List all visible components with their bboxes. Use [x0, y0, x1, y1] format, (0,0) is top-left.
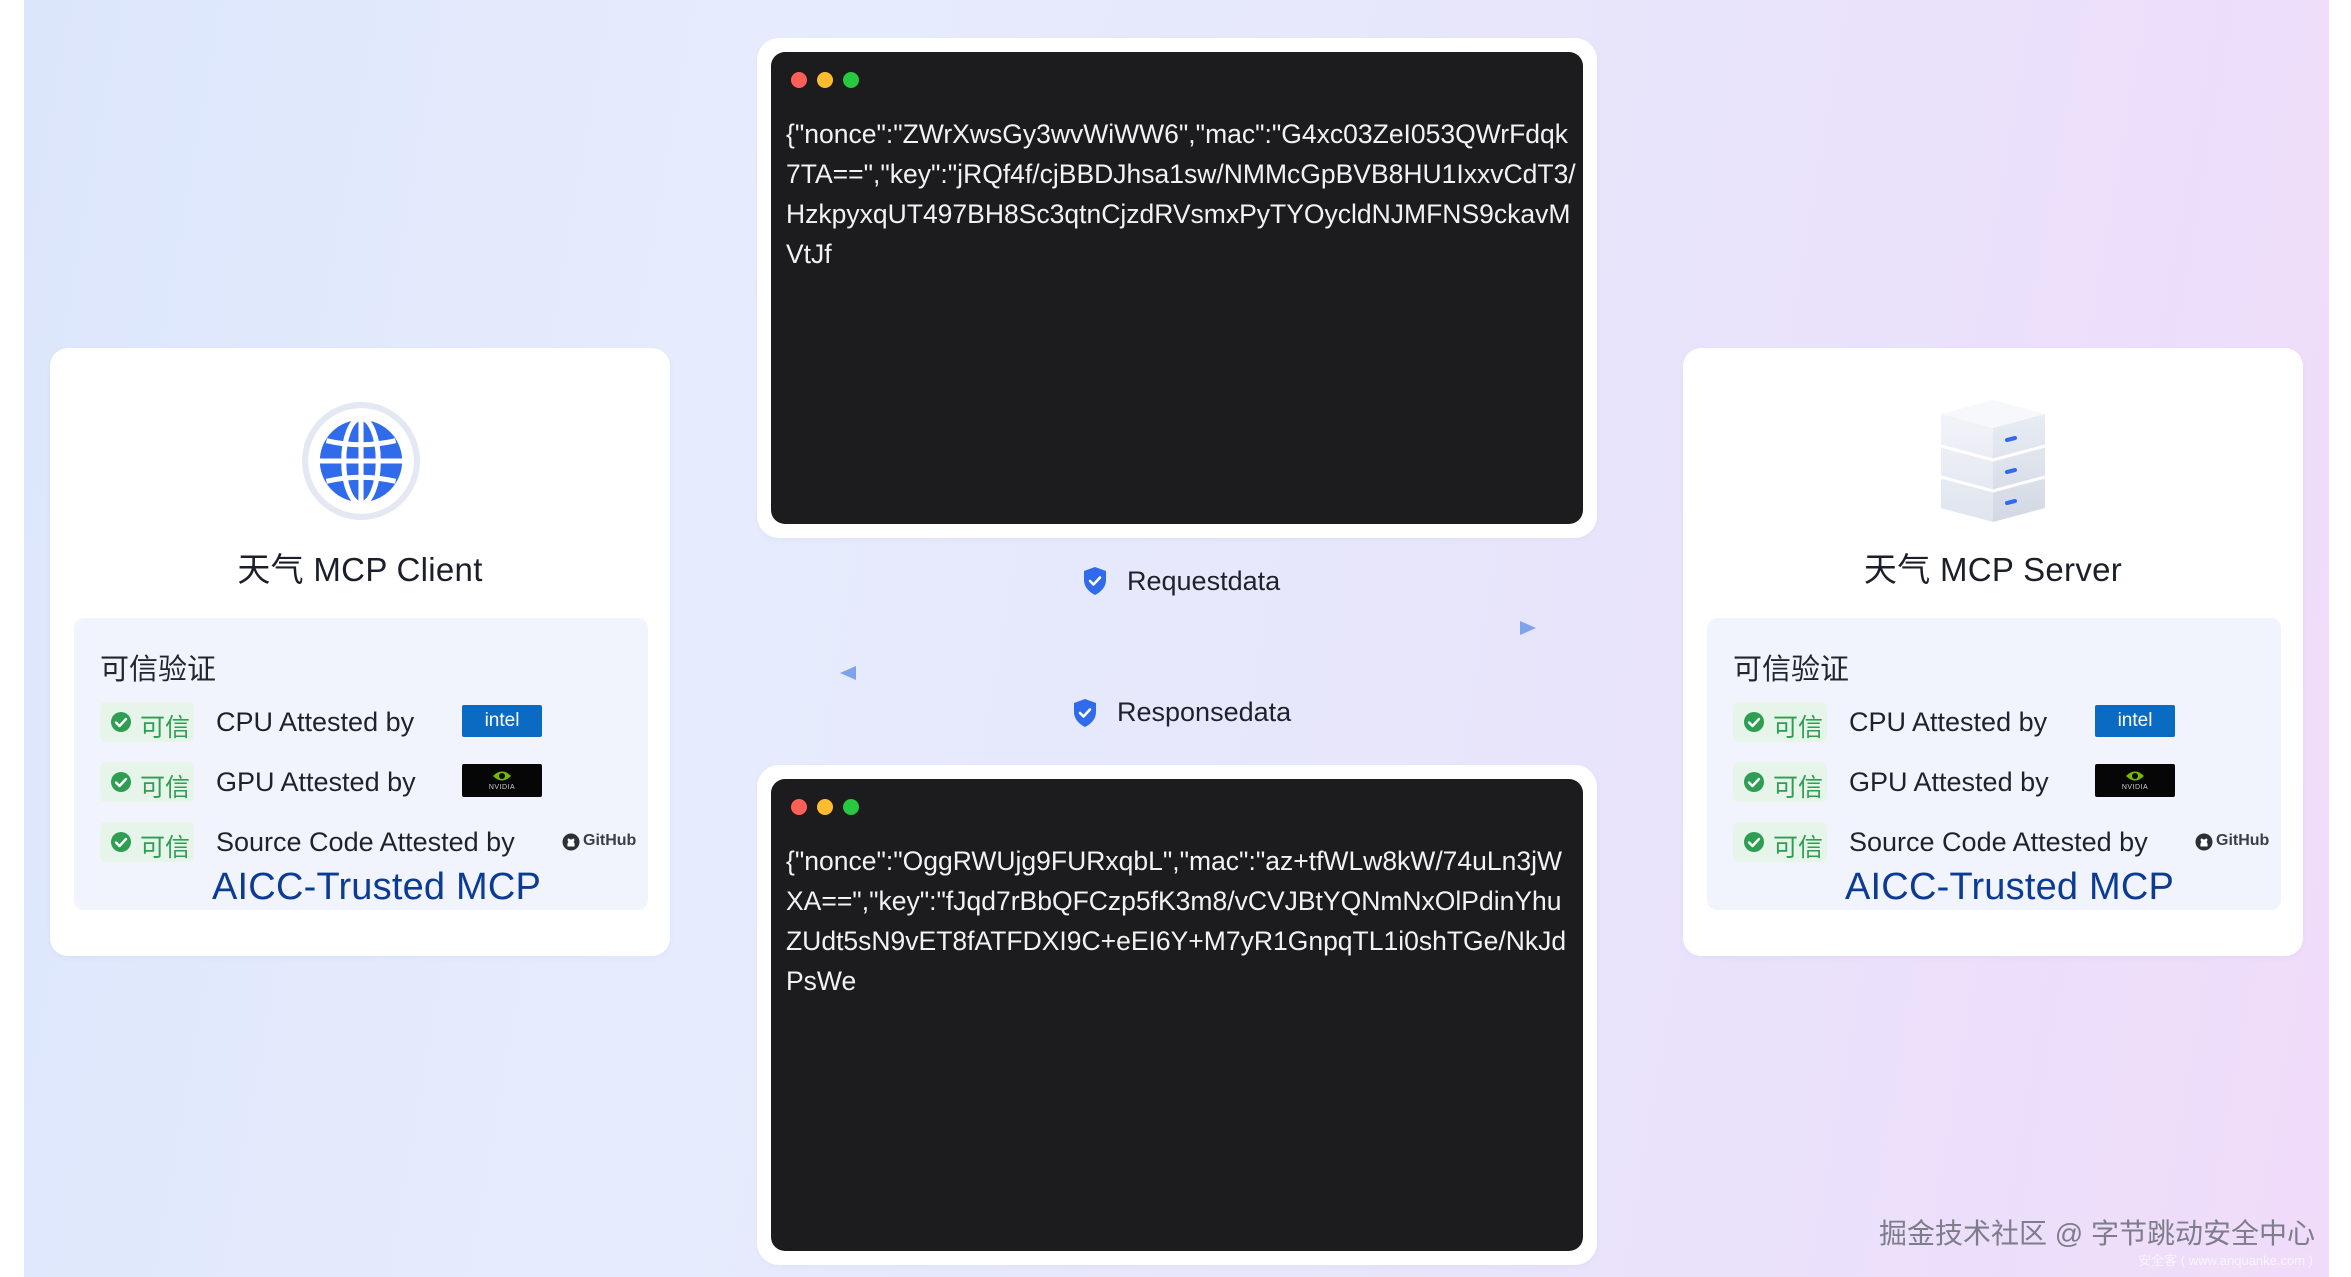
github-wordmark: GitHub: [583, 832, 637, 849]
client-card: 天气 MCP Client 可信验证 可信 CPU Attested by in…: [50, 348, 670, 956]
github-wordmark: GitHub: [2216, 832, 2270, 849]
shield-icon: [1084, 567, 1106, 595]
cpu-attestation-row: 可信 CPU Attested by intel: [100, 702, 630, 742]
brand-label: AICC-Trusted MCP: [212, 866, 542, 908]
maximize-dot: [843, 799, 859, 815]
request-terminal: {"nonce":"ZWrXwsGy3wvWiWW6","mac":"G4xc0…: [771, 52, 1583, 524]
check-circle-icon: [111, 772, 131, 792]
request-arrow: [840, 621, 1536, 635]
request-label: Requestdata: [1127, 566, 1281, 596]
row-label: GPU Attested by: [1849, 767, 2049, 797]
nvidia-wordmark: NVIDIA: [488, 784, 516, 791]
globe-icon: [302, 402, 420, 520]
response-payload: {"nonce":"OggRWUjg9FURxqbL","mac":"az+tf…: [786, 846, 1567, 996]
intel-logo: intel: [2095, 705, 2175, 737]
panel-title: 可信验证: [100, 654, 217, 686]
close-dot: [791, 799, 807, 815]
trusted-badge: 可信: [1733, 762, 1827, 802]
intel-logo: intel: [462, 705, 542, 737]
response-label: Responsedata: [1117, 697, 1292, 727]
check-circle-icon: [1744, 712, 1764, 732]
minimize-dot: [817, 72, 833, 88]
badge-text: 可信: [140, 714, 191, 742]
check-circle-icon: [1744, 832, 1764, 852]
badge-text: 可信: [1773, 834, 1824, 862]
trusted-badge: 可信: [1733, 702, 1827, 742]
badge-text: 可信: [140, 834, 191, 862]
nvidia-logo: NVIDIA: [2095, 764, 2175, 797]
response-terminal: {"nonce":"OggRWUjg9FURxqbL","mac":"az+tf…: [771, 779, 1583, 1251]
badge-text: 可信: [140, 774, 191, 802]
github-icon: [2195, 833, 2213, 851]
gpu-attestation-row: 可信 GPU Attested by NVIDIA: [1733, 762, 2263, 802]
nvidia-wordmark: NVIDIA: [2121, 784, 2149, 791]
trusted-badge: 可信: [1733, 822, 1827, 862]
row-label: GPU Attested by: [216, 767, 416, 797]
trusted-badge: 可信: [100, 702, 194, 742]
request-terminal-frame: {"nonce":"ZWrXwsGy3wvWiWW6","mac":"G4xc0…: [757, 38, 1597, 538]
server-icon: [1940, 400, 2046, 522]
nvidia-eye-icon: [2126, 771, 2144, 781]
check-circle-icon: [1744, 772, 1764, 792]
diagram-canvas: 天气 MCP Client 可信验证 可信 CPU Attested by in…: [24, 0, 2329, 1277]
watermark: 掘金技术社区 @ 字节跳动安全中心: [1879, 1218, 2315, 1249]
github-icon: [562, 833, 580, 851]
request-payload: {"nonce":"ZWrXwsGy3wvWiWW6","mac":"G4xc0…: [786, 119, 1576, 269]
row-label: CPU Attested by: [1849, 707, 2048, 737]
response-terminal-frame: {"nonce":"OggRWUjg9FURxqbL","mac":"az+tf…: [757, 765, 1597, 1265]
client-trust-panel: 可信验证 可信 CPU Attested by intel 可信 GPU Att…: [74, 618, 648, 910]
nvidia-eye-icon: [493, 771, 511, 781]
trusted-badge: 可信: [100, 822, 194, 862]
badge-text: 可信: [1773, 714, 1824, 742]
watermark-sub: 安全客 ( www.anquanke.com ): [2138, 1253, 2313, 1268]
row-label: Source Code Attested by: [1849, 827, 2148, 857]
gpu-attestation-row: 可信 GPU Attested by NVIDIA: [100, 762, 630, 802]
nvidia-logo: NVIDIA: [462, 764, 542, 797]
panel-title: 可信验证: [1733, 654, 1850, 686]
server-card: 天气 MCP Server 可信验证 可信 CPU Attested by in…: [1683, 348, 2303, 956]
source-attestation-row: 可信 Source Code Attested by GitHub: [1733, 822, 2269, 862]
row-label: CPU Attested by: [216, 707, 415, 737]
response-arrow: [840, 666, 1536, 680]
server-title: 天气 MCP Server: [1863, 551, 2123, 588]
shield-icon: [1074, 699, 1096, 727]
close-dot: [791, 72, 807, 88]
source-attestation-row: 可信 Source Code Attested by GitHub: [100, 822, 636, 862]
badge-text: 可信: [1773, 774, 1824, 802]
check-circle-icon: [111, 832, 131, 852]
cpu-attestation-row: 可信 CPU Attested by intel: [1733, 702, 2263, 742]
minimize-dot: [817, 799, 833, 815]
trusted-badge: 可信: [100, 762, 194, 802]
client-title: 天气 MCP Client: [237, 551, 483, 588]
maximize-dot: [843, 72, 859, 88]
server-trust-panel: 可信验证 可信 CPU Attested by intel 可信 GPU Att…: [1707, 618, 2281, 910]
brand-label: AICC-Trusted MCP: [1845, 866, 2175, 908]
check-circle-icon: [111, 712, 131, 732]
row-label: Source Code Attested by: [216, 827, 515, 857]
